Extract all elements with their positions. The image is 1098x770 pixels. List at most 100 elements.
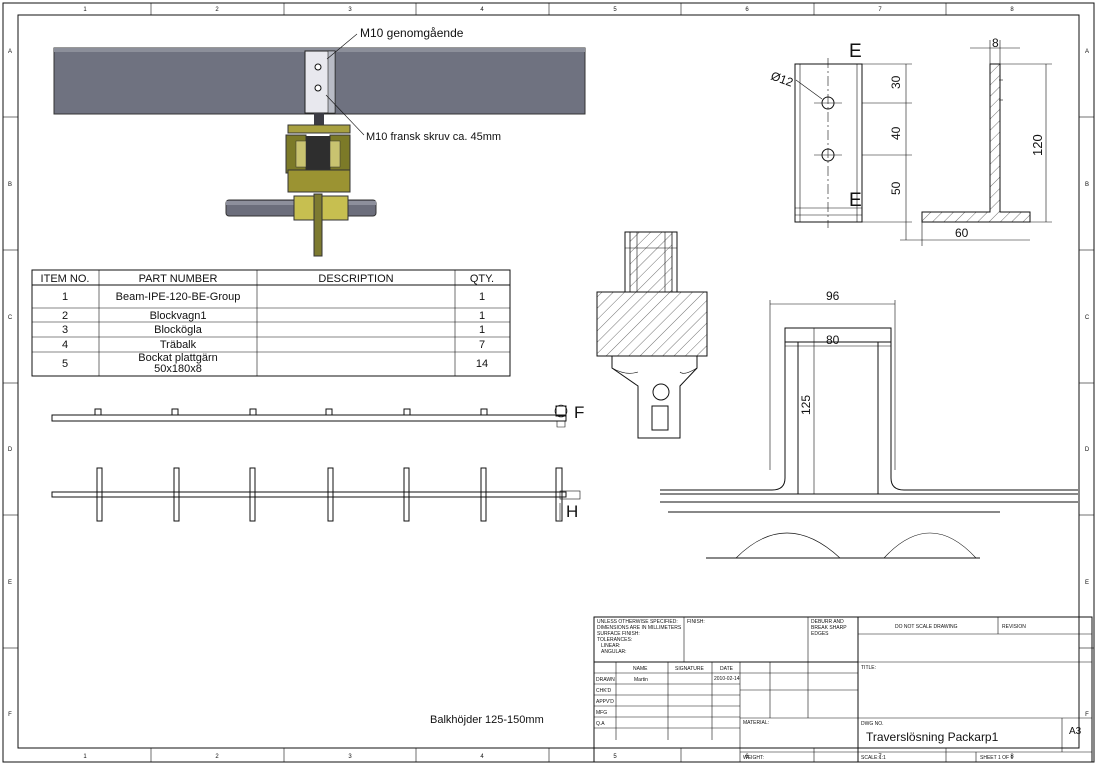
tb-revision: REVISION xyxy=(1002,624,1026,630)
top-view: H xyxy=(51,467,581,522)
dim-40: 40 xyxy=(889,126,903,140)
zone-left-e: E xyxy=(8,580,12,586)
tb-notes-4: TOLERANCES: xyxy=(597,637,632,643)
tb-row-mfg: MFG xyxy=(596,710,607,716)
zone-right-b: B xyxy=(1085,182,1089,188)
tb-row-chkd: CHK'D xyxy=(596,688,612,694)
tb-scale: SCALE:1:1 xyxy=(861,755,886,761)
zone-bottom-3: 3 xyxy=(348,754,352,760)
tb-col-date: DATE xyxy=(720,666,734,672)
dim-8: 8 xyxy=(992,36,999,50)
tb-finish: FINISH: xyxy=(687,619,705,625)
zone-top-1: 1 xyxy=(83,7,87,13)
tb-col-name: NAME xyxy=(633,666,648,672)
zone-bottom-4: 4 xyxy=(480,754,484,760)
zone-left-c: C xyxy=(8,315,13,321)
zone-bottom-2: 2 xyxy=(215,754,219,760)
bom-row-5-part-size: 50x180x8 xyxy=(154,363,202,375)
zone-top-2: 2 xyxy=(215,7,219,13)
bom-row-5-item: 5 xyxy=(62,358,68,370)
tb-deburr-3: EDGES xyxy=(811,631,829,637)
bom-header-part: PART NUMBER xyxy=(139,273,218,285)
note-beam-heights: Balkhöjder 125-150mm xyxy=(430,714,544,726)
tb-drawn-name: Martin xyxy=(634,677,648,683)
bom-row-4-item: 4 xyxy=(62,339,68,351)
bom-row-5-qty: 14 xyxy=(476,358,488,370)
zone-left-f: F xyxy=(8,712,12,718)
zone-bottom-6: 6 xyxy=(745,754,749,760)
bom-row-3-qty: 1 xyxy=(479,324,485,336)
tb-dwg-title: Traverslösning Packarp1 xyxy=(866,730,999,744)
dim-125: 125 xyxy=(799,395,813,415)
bom-row-4-qty: 7 xyxy=(479,339,485,351)
zone-top-8: 8 xyxy=(1010,7,1014,13)
zone-bottom-1: 1 xyxy=(83,754,87,760)
callout-bolt-through: M10 genomgående xyxy=(360,26,464,40)
bom-table: ITEM NO. PART NUMBER DESCRIPTION QTY. 1 … xyxy=(31,269,511,377)
tb-row-drawn: DRAWN xyxy=(596,677,615,683)
assembly-view: M10 genomgående M10 fransk skruv ca. 45m… xyxy=(53,26,586,257)
bom-row-1-qty: 1 xyxy=(479,291,485,303)
bom-row-2-qty: 1 xyxy=(479,310,485,322)
tb-notes-5: LINEAR: xyxy=(601,643,620,649)
zone-top-4: 4 xyxy=(480,7,484,13)
dim-96: 96 xyxy=(826,289,840,303)
tb-notes-1: UNLESS OTHERWISE SPECIFIED: xyxy=(597,619,678,625)
tb-title-label: TITLE: xyxy=(861,665,876,671)
zone-bottom-7: 7 xyxy=(878,754,882,760)
side-elevation: F xyxy=(51,403,584,428)
bom-row-2-part: Blockvagn1 xyxy=(150,310,207,322)
bom-row-4-part: Träbalk xyxy=(160,339,197,351)
zone-right-d: D xyxy=(1085,447,1090,453)
dim-hole-diameter: Ø12 xyxy=(769,69,795,90)
tb-dwg-no: DWG NO. xyxy=(861,721,884,727)
tb-notes-6: ANGULAR: xyxy=(601,649,627,655)
detail-e: Ø12 E E 30 40 50 8 120 60 xyxy=(769,36,1052,246)
tb-row-qa: Q.A xyxy=(596,721,605,727)
dim-120: 120 xyxy=(1030,134,1045,156)
dim-80: 80 xyxy=(826,333,840,347)
tb-sheet: SHEET 1 OF 1 xyxy=(980,755,1013,761)
tb-weight: WEIGHT: xyxy=(743,755,764,761)
bom-row-1-item: 1 xyxy=(62,291,68,303)
title-block: UNLESS OTHERWISE SPECIFIED: DIMENSIONS A… xyxy=(593,616,1093,763)
bom-row-1-part: Beam-IPE-120-BE-Group xyxy=(116,291,241,303)
tb-material: MATERIAL: xyxy=(743,720,769,726)
bom-row-3-part: Blockögla xyxy=(154,324,203,336)
tb-size: A3 xyxy=(1069,726,1082,737)
bom-header-item: ITEM NO. xyxy=(41,273,90,285)
tb-no-scale: DO NOT SCALE DRAWING xyxy=(895,624,958,630)
bom-row-2-item: 2 xyxy=(62,310,68,322)
tb-notes-2: DIMENSIONS ARE IN MILLIMETERS xyxy=(597,625,682,631)
section-label-e-bottom: E xyxy=(849,190,862,211)
tb-row-appvd: APPV'D xyxy=(596,699,614,705)
zone-top-6: 6 xyxy=(745,7,749,13)
detail-h: 96 80 125 xyxy=(660,289,1078,559)
zone-top-5: 5 xyxy=(613,7,617,13)
zone-right-c: C xyxy=(1085,315,1090,321)
dim-30: 30 xyxy=(889,75,903,89)
zone-bottom-8: 8 xyxy=(1010,754,1014,760)
bom-row-5-part: Bockat plattgärn xyxy=(138,352,218,364)
zone-right-f: F xyxy=(1085,712,1089,718)
callout-bolt-french: M10 fransk skruv ca. 45mm xyxy=(366,131,501,143)
zone-left-a: A xyxy=(8,49,12,55)
zone-bottom-5: 5 xyxy=(613,754,617,760)
dim-60: 60 xyxy=(955,226,969,240)
zone-top-7: 7 xyxy=(878,7,882,13)
bom-header-desc: DESCRIPTION xyxy=(318,273,393,285)
zone-left-d: D xyxy=(8,447,13,453)
zone-top-3: 3 xyxy=(348,7,352,13)
tb-col-signature: SIGNATURE xyxy=(675,666,704,672)
bom-row-3-item: 3 xyxy=(62,324,68,336)
detail-f xyxy=(596,231,708,439)
section-label-e-top: E xyxy=(849,41,862,62)
zone-right-e: E xyxy=(1085,580,1089,586)
tb-deburr-1: DEBURR AND xyxy=(811,619,844,625)
bom-header-qty: QTY. xyxy=(470,273,494,285)
dim-50: 50 xyxy=(889,181,903,195)
tb-drawn-date: 2010-02-14 xyxy=(714,676,740,682)
tb-deburr-2: BREAK SHARP xyxy=(811,625,847,631)
section-label-f: F xyxy=(574,403,584,422)
